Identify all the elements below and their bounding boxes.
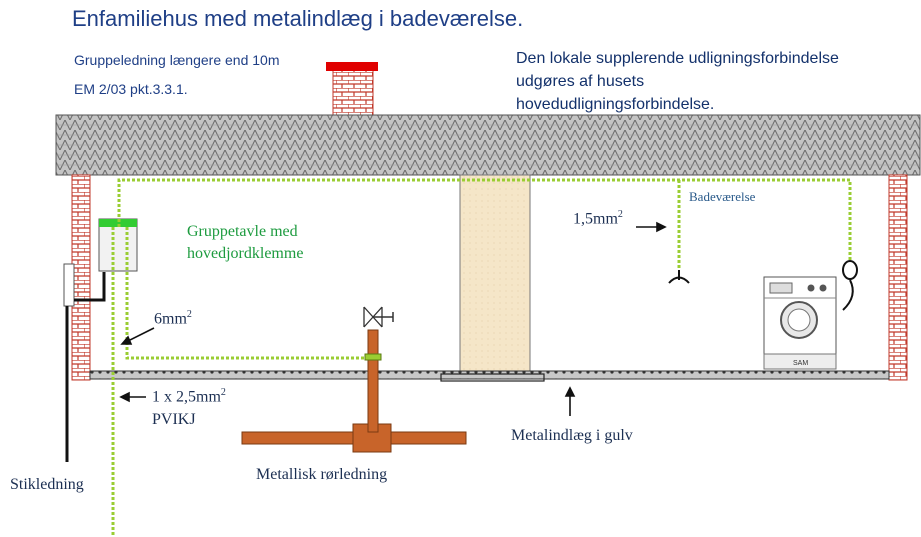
metal-floor-insert [440, 373, 545, 382]
left-brick-wall [71, 174, 91, 381]
label-bathroom: Badeværelse [689, 189, 756, 204]
label-wire-1-5mm: 1,5mm2 [573, 209, 623, 228]
label-wire-6mm: 6mm2 [154, 309, 192, 328]
metal-pipe [241, 306, 467, 453]
note-group-line-length: Gruppeledning længere end 10m [74, 52, 280, 68]
wire-small-text: 1,5mm [573, 210, 618, 228]
floor-slab [89, 370, 890, 380]
label-service-line: Stikledning [10, 476, 84, 493]
wire-mid-exp: 2 [186, 309, 192, 320]
label-group-panel-1: Gruppetavle med [187, 223, 298, 240]
service-line [63, 263, 106, 462]
cable-exp: 2 [220, 387, 226, 398]
cable-text: 1 x 2,5mm [152, 388, 221, 406]
washing-machine-icon: SAM [763, 260, 858, 370]
shower-icon [668, 270, 690, 284]
info-line-1: Den lokale supplerende udligningsforbind… [516, 50, 839, 67]
equipotential-wires [111, 178, 852, 537]
chimney [326, 62, 378, 119]
roof [55, 114, 921, 176]
group-panel [98, 218, 138, 272]
label-floor-insert: Metalindlæg i gulv [511, 427, 633, 444]
info-line-2: udgøres af husets [516, 73, 645, 90]
page-title: Enfamiliehus med metalindlæg i badeværel… [72, 6, 524, 31]
wire-mid-text: 6mm [154, 310, 187, 328]
washer-brand: SAM [793, 360, 808, 367]
label-cable-type: PVIKJ [152, 411, 196, 428]
right-brick-wall [888, 174, 908, 381]
annotation-arrows [119, 221, 667, 416]
interior-wall [459, 174, 531, 372]
info-line-3: hovedudligningsforbindelse. [516, 96, 715, 113]
label-metal-pipe: Metallisk rørledning [256, 466, 388, 483]
note-standard-reference: EM 2/03 pkt.3.3.1. [74, 81, 188, 97]
valve-icon [363, 306, 394, 328]
label-cable-size: 1 x 2,5mm2 [152, 387, 226, 406]
wire-small-exp: 2 [617, 209, 623, 220]
label-group-panel-2: hovedjordklemme [187, 245, 304, 262]
